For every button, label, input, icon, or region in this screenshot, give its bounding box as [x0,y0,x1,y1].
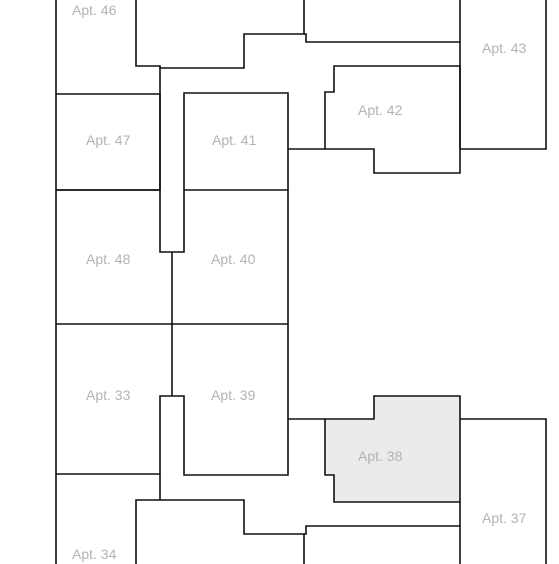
apt-46-label: Apt. 46 [72,2,117,18]
apt-40-label: Apt. 40 [211,251,256,267]
apt-40-unit[interactable] [171,190,289,396]
apt-top-center-unit[interactable] [135,0,305,69]
apt-39-label: Apt. 39 [211,387,256,403]
apt-bottom-right-unit[interactable] [304,525,461,564]
apt-37-label: Apt. 37 [482,510,527,526]
apt-42-label: Apt. 42 [358,102,403,118]
apt-43-unit[interactable] [459,0,547,150]
corridor-upper [159,66,289,253]
apt-33-label: Apt. 33 [86,387,131,403]
apt-top-right-unit[interactable] [304,0,461,43]
apt-bottom-center-unit[interactable] [135,474,305,564]
apt-47-label: Apt. 47 [86,132,131,148]
apt-42-unit[interactable] [288,65,461,174]
apt-37-unit[interactable] [459,418,547,564]
apt-38-label: Apt. 38 [358,448,403,464]
apt-41-label: Apt. 41 [212,132,257,148]
apt-48-label: Apt. 48 [86,251,131,267]
apt-43-label: Apt. 43 [482,40,527,56]
apt-34-label: Apt. 34 [72,546,117,562]
